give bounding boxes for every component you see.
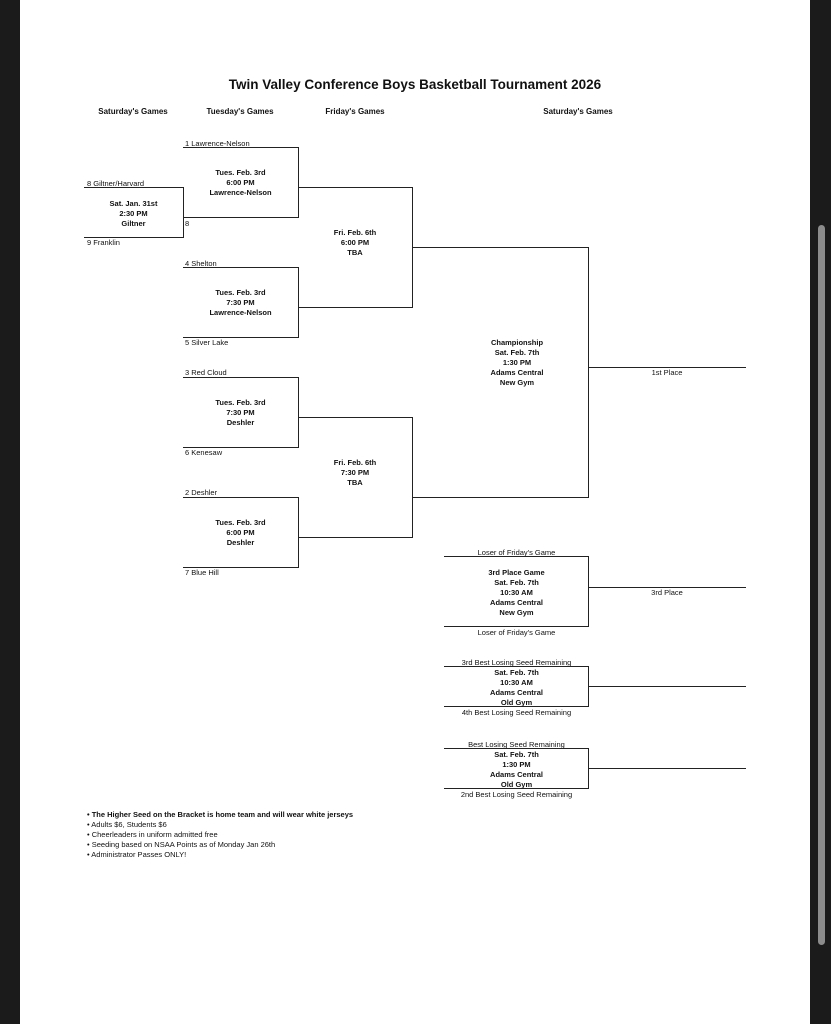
third-place-label: 3rd Place: [651, 588, 683, 597]
page-title: Twin Valley Conference Boys Basketball T…: [228, 77, 602, 92]
line: [588, 587, 746, 588]
line: [444, 706, 589, 707]
line: [588, 686, 746, 687]
header-saturday-left: Saturday's Games: [98, 107, 168, 116]
bracket-page: [20, 0, 810, 1024]
line: [183, 187, 184, 238]
note-item: • Adults $6, Students $6: [87, 820, 167, 829]
line: [183, 337, 298, 338]
game-info-tue-2: Tues. Feb. 3rd 7:30 PM Lawrence-Nelson: [209, 288, 272, 317]
game-info-consolation-2: Sat. Feb. 7th 1:30 PM Adams Central Old …: [490, 750, 543, 789]
header-saturday-right: Saturday's Games: [543, 107, 613, 116]
line: [444, 788, 589, 789]
line: [412, 497, 589, 498]
line: [412, 417, 413, 538]
line: [588, 247, 589, 498]
game-info-consolation-1: Sat. Feb. 7th 10:30 AM Adams Central Old…: [490, 668, 543, 707]
line: [298, 497, 299, 568]
team-kenesaw: 6 Kenesaw: [185, 448, 223, 457]
scrollbar-thumb[interactable]: [818, 225, 825, 945]
line: [298, 377, 299, 448]
team-blue-hill: 7 Blue Hill: [185, 568, 219, 577]
line: [183, 447, 298, 448]
line: [412, 247, 589, 248]
line: [183, 377, 298, 378]
game-info-tue-1: Tues. Feb. 3rd 6:00 PM Lawrence-Nelson: [209, 168, 272, 197]
line: [298, 537, 412, 538]
header-tuesday: Tuesday's Games: [206, 107, 274, 116]
slot-loser-bottom: Loser of Friday's Game: [477, 628, 556, 637]
note-item: • The Higher Seed on the Bracket is home…: [87, 810, 354, 819]
line: [444, 666, 589, 667]
line: [444, 626, 589, 627]
team-red-cloud: 3 Red Cloud: [185, 368, 227, 377]
team-giltner-harvard: 8 Giltner/Harvard: [87, 179, 145, 188]
line: [444, 748, 589, 749]
team-franklin: 9 Franklin: [87, 238, 120, 247]
line: [298, 187, 412, 188]
line: [183, 567, 298, 568]
line: [588, 556, 589, 627]
line: [183, 217, 298, 218]
line: [444, 556, 589, 557]
slot-loser-top: Loser of Friday's Game: [477, 548, 556, 557]
line: [183, 497, 298, 498]
line: [84, 187, 183, 188]
slot-second-best: 2nd Best Losing Seed Remaining: [460, 790, 573, 799]
header-friday: Friday's Games: [325, 107, 385, 116]
line: [588, 768, 746, 769]
line: [298, 417, 412, 418]
slot-fourth-best: 4th Best Losing Seed Remaining: [461, 708, 572, 717]
note-item: • Cheerleaders in uniform admitted free: [87, 830, 218, 839]
game-info-fri-2: Fri. Feb. 6th 7:30 PM TBA: [333, 458, 377, 487]
line: [298, 267, 299, 338]
team-lawrence-nelson: 1 Lawrence-Nelson: [185, 139, 250, 148]
game-info-third-place: 3rd Place Game Sat. Feb. 7th 10:30 AM Ad…: [488, 568, 545, 617]
game-info-tue-4: Tues. Feb. 3rd 6:00 PM Deshler: [215, 518, 266, 547]
line: [588, 367, 746, 368]
line: [298, 147, 299, 218]
game-info-sat-jan: Sat. Jan. 31st 2:30 PM Giltner: [109, 199, 158, 228]
slot-third-best: 3rd Best Losing Seed Remaining: [461, 658, 572, 667]
note-item: • Administrator Passes ONLY!: [87, 850, 187, 859]
note-item: • Seeding based on NSAA Points as of Mon…: [87, 840, 276, 849]
line: [298, 307, 412, 308]
slot-best: Best Losing Seed Remaining: [468, 740, 565, 749]
line: [183, 267, 298, 268]
team-silver-lake: 5 Silver Lake: [185, 338, 229, 347]
notes-list: • The Higher Seed on the Bracket is home…: [87, 810, 353, 860]
team-shelton: 4 Shelton: [185, 259, 217, 268]
game-info-tue-3: Tues. Feb. 3rd 7:30 PM Deshler: [215, 398, 266, 427]
line: [183, 147, 298, 148]
first-place-label: 1st Place: [651, 368, 683, 377]
game-info-championship: Championship Sat. Feb. 7th 1:30 PM Adams…: [490, 338, 544, 387]
team-seed-8: 8: [185, 219, 190, 228]
game-info-fri-1: Fri. Feb. 6th 6:00 PM TBA: [333, 228, 377, 257]
team-deshler: 2 Deshler: [185, 488, 218, 497]
line: [84, 237, 183, 238]
